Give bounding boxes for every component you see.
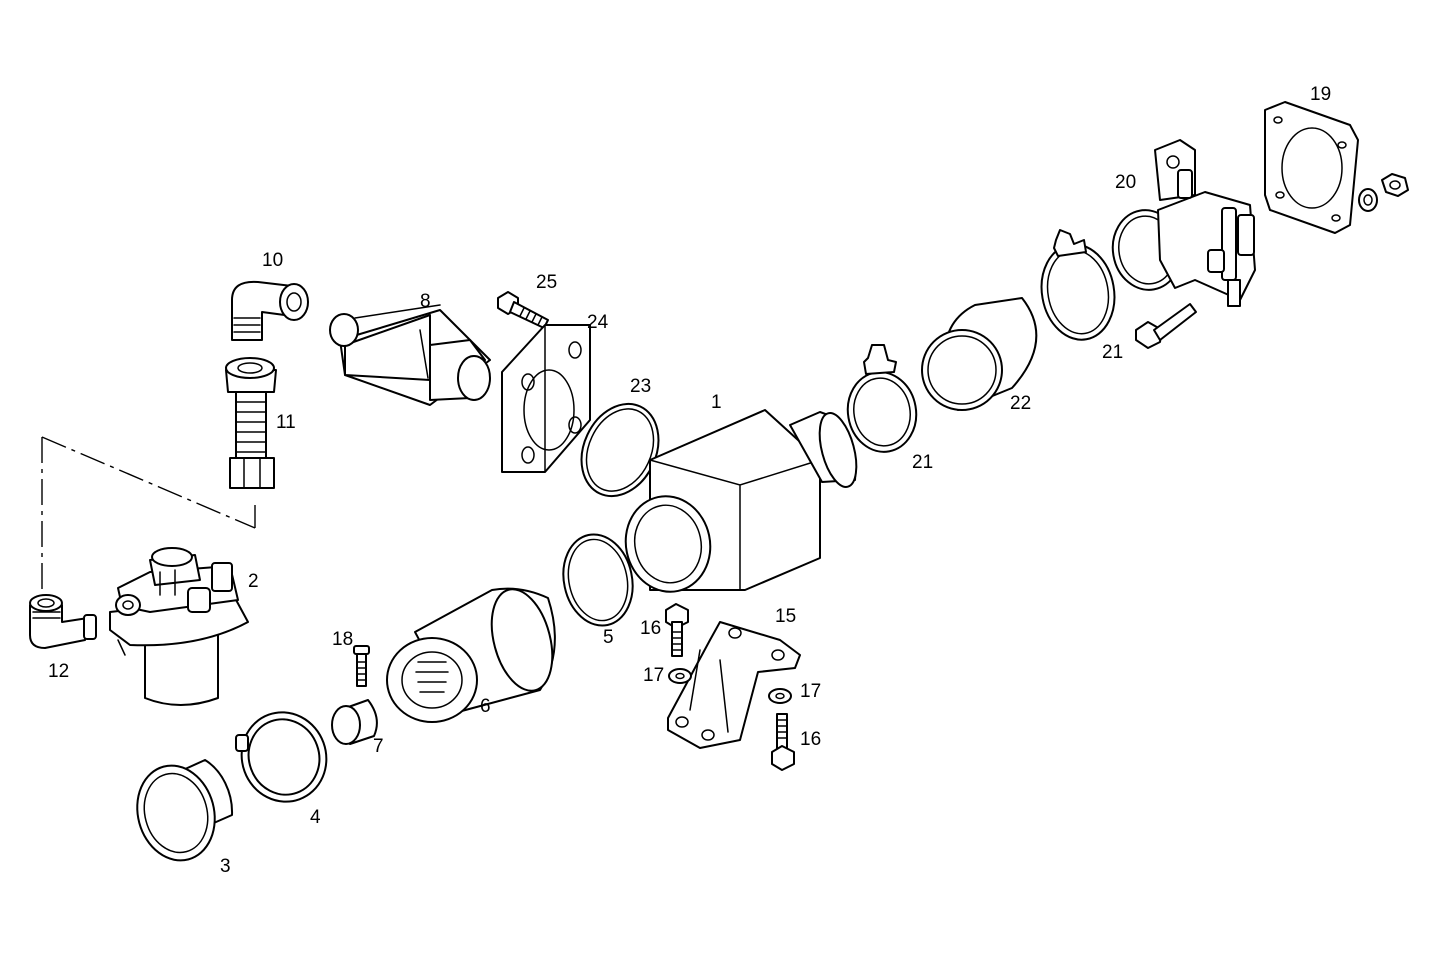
part-15-bracket[interactable]	[667, 621, 801, 749]
part-11-flexible-hose[interactable]	[225, 357, 277, 489]
part-5-o-ring[interactable]	[555, 528, 641, 632]
callout-16-upper: 16	[640, 618, 661, 639]
part-8-tee-fitting[interactable]	[329, 304, 491, 406]
part-21-hose-clamp-lower[interactable]	[842, 344, 923, 457]
callout-11: 11	[276, 412, 296, 433]
callout-8: 8	[420, 291, 431, 312]
callout-labels: 1 2 3 4 5 6 7 8 10 11 12 15 16 16 17 17 …	[48, 84, 1331, 877]
callout-4: 4	[310, 807, 321, 828]
callout-7: 7	[373, 736, 384, 757]
part-22-sleeve[interactable]	[921, 297, 1038, 411]
callout-15: 15	[775, 606, 796, 627]
part-16-bolt-lower[interactable]	[771, 713, 795, 771]
callout-19: 19	[1310, 84, 1331, 105]
part-10-elbow-union[interactable]	[231, 280, 309, 341]
part-17-washer-lower[interactable]	[768, 688, 792, 704]
part-3-filter-cup[interactable]	[127, 757, 234, 869]
part-23-o-ring[interactable]	[567, 391, 673, 508]
callout-20: 20	[1115, 172, 1136, 193]
callout-21-lower: 21	[912, 452, 933, 473]
callout-16-lower: 16	[800, 729, 821, 750]
callout-5: 5	[603, 627, 614, 648]
part-19-gasket[interactable]	[1264, 101, 1359, 234]
callout-25: 25	[536, 272, 557, 293]
part-21-hose-clamp-upper[interactable]	[1034, 229, 1122, 346]
part-17-washer-upper[interactable]	[668, 668, 692, 684]
callout-2: 2	[248, 571, 259, 592]
part-16-bolt-upper[interactable]	[665, 603, 689, 657]
callout-12: 12	[48, 661, 69, 682]
callout-6: 6	[480, 696, 491, 717]
callout-3: 3	[220, 856, 231, 877]
callout-17-lower: 17	[800, 681, 821, 702]
part-6-conical-intake[interactable]	[386, 583, 563, 723]
part-12-elbow-fitting[interactable]	[29, 594, 97, 649]
part-1-housing[interactable]	[617, 409, 863, 600]
part-4-clamp-ring[interactable]	[229, 700, 339, 813]
part-7-cap[interactable]	[331, 699, 378, 745]
callout-22: 22	[1010, 393, 1031, 414]
callout-10: 10	[262, 250, 283, 271]
callout-1: 1	[711, 392, 722, 413]
callout-24: 24	[587, 312, 609, 333]
callout-23: 23	[630, 376, 651, 397]
assembly-centerline	[41, 436, 256, 592]
part-24-square-flange[interactable]	[501, 324, 591, 473]
part-2-pump-body[interactable]	[109, 547, 249, 706]
part-20-throttle-body[interactable]	[1107, 139, 1256, 307]
washer-nut-set[interactable]	[1358, 173, 1409, 212]
part-18-small-bolt[interactable]	[353, 645, 370, 687]
callout-21-upper: 21	[1102, 342, 1123, 363]
callout-18: 18	[332, 629, 353, 650]
part-25-bolt[interactable]	[497, 291, 549, 329]
mounting-bolt[interactable]	[1135, 303, 1197, 349]
callout-17-upper: 17	[643, 665, 664, 686]
